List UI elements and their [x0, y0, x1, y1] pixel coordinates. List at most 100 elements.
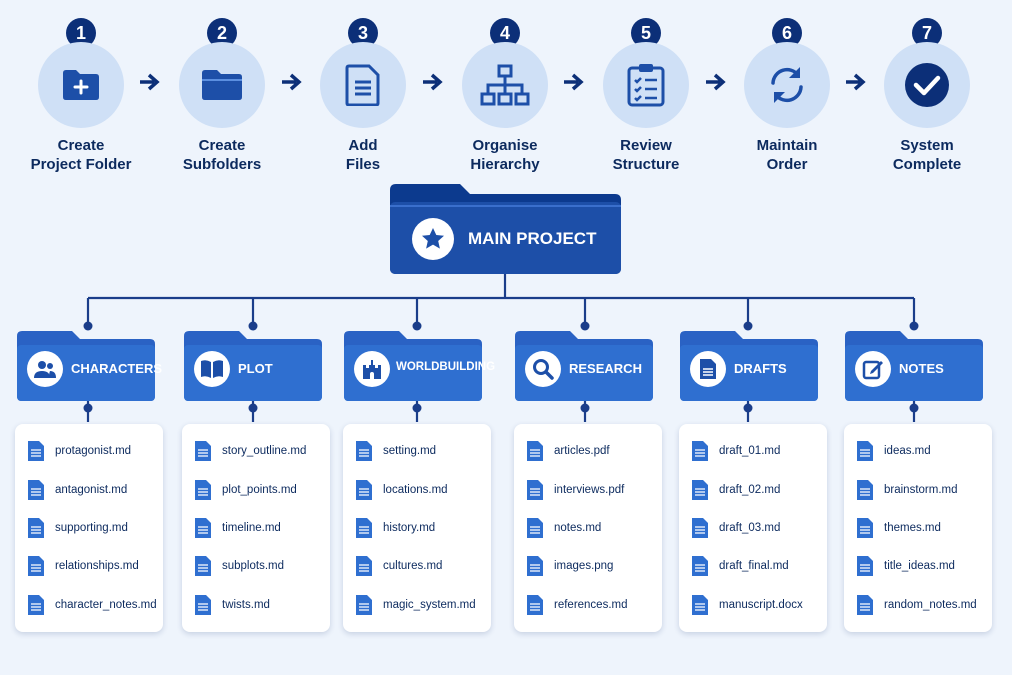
file-item[interactable]: notes.md: [526, 516, 601, 540]
file-name: title_ideas.md: [884, 560, 955, 572]
category-label: WORLDBUILDING: [396, 361, 496, 373]
step-label-line2: Files: [345, 156, 381, 173]
file-icon: [356, 480, 372, 500]
file-item[interactable]: references.md: [526, 593, 628, 617]
main-project-folder: MAIN PROJECT: [390, 184, 621, 274]
file-icon: [28, 518, 44, 538]
file-list-drafts: draft_01.md draft_02.md draft_03.md draf…: [679, 424, 827, 632]
document-icon: [700, 359, 716, 379]
arrow-right-icon: [846, 73, 866, 91]
step-icon-circle: [462, 42, 548, 128]
file-item[interactable]: protagonist.md: [27, 439, 131, 463]
category-label: PLOT: [238, 361, 273, 376]
file-icon: [356, 518, 372, 538]
category-icon-circle: [354, 351, 390, 387]
file-item[interactable]: draft_03.md: [691, 516, 780, 540]
step-label-line1: Create: [198, 137, 246, 154]
file-item[interactable]: story_outline.md: [194, 439, 306, 463]
arrow-right-icon: [706, 73, 726, 91]
file-item[interactable]: cultures.md: [355, 554, 442, 578]
file-item[interactable]: plot_points.md: [194, 478, 297, 502]
file-item[interactable]: relationships.md: [27, 554, 139, 578]
file-item[interactable]: history.md: [355, 516, 435, 540]
file-item[interactable]: setting.md: [355, 439, 436, 463]
document-icon: [345, 64, 380, 106]
file-icon: [857, 595, 873, 615]
file-name: magic_system.md: [383, 599, 476, 611]
file-icon: [195, 480, 211, 500]
file-item[interactable]: ideas.md: [856, 439, 931, 463]
file-name: antagonist.md: [55, 484, 128, 496]
step-icon-circle: [179, 42, 265, 128]
folder-plus-icon: [63, 70, 99, 100]
file-item[interactable]: timeline.md: [194, 516, 281, 540]
folder-notes: NOTES: [845, 331, 983, 401]
file-item[interactable]: supporting.md: [27, 516, 128, 540]
step-label-line1: Review: [620, 137, 672, 154]
category-label: DRAFTS: [734, 361, 787, 376]
file-item[interactable]: articles.pdf: [526, 439, 610, 463]
file-icon: [527, 441, 543, 461]
step-label-line1: Organise: [472, 137, 538, 154]
book-icon: [201, 360, 223, 378]
folder-icon: [202, 70, 242, 100]
file-name: themes.md: [884, 522, 941, 534]
file-name: history.md: [383, 522, 436, 534]
file-name: images.png: [554, 560, 614, 572]
sync-icon: [771, 67, 803, 103]
file-icon: [195, 518, 211, 538]
file-name: setting.md: [383, 445, 437, 457]
file-name: draft_02.md: [719, 484, 781, 496]
file-icon: [356, 441, 372, 461]
file-item[interactable]: antagonist.md: [27, 478, 127, 502]
file-item[interactable]: random_notes.md: [856, 593, 977, 617]
file-name: story_outline.md: [222, 445, 307, 457]
step-label-line1: Add: [348, 137, 378, 154]
file-item[interactable]: brainstorm.md: [856, 478, 958, 502]
file-name: timeline.md: [222, 522, 281, 534]
hierarchy-icon: [480, 64, 530, 106]
step-label-line2: Project Folder: [30, 156, 132, 173]
file-icon: [692, 518, 708, 538]
file-name: twists.md: [222, 599, 270, 611]
file-icon: [527, 480, 543, 500]
file-item[interactable]: locations.md: [355, 478, 448, 502]
file-name: subplots.md: [222, 560, 285, 572]
file-name: locations.md: [383, 484, 448, 496]
category-icon-circle: [855, 351, 891, 387]
file-icon: [28, 480, 44, 500]
category-icon-circle: [27, 351, 63, 387]
file-item[interactable]: character_notes.md: [27, 593, 157, 617]
file-name: ideas.md: [884, 445, 931, 457]
file-name: articles.pdf: [554, 445, 610, 457]
file-item[interactable]: magic_system.md: [355, 593, 476, 617]
file-icon: [28, 441, 44, 461]
file-icon: [356, 595, 372, 615]
file-icon: [195, 556, 211, 576]
file-item[interactable]: themes.md: [856, 516, 941, 540]
file-item[interactable]: images.png: [526, 554, 613, 578]
file-item[interactable]: title_ideas.md: [856, 554, 955, 578]
file-icon: [857, 518, 873, 538]
file-item[interactable]: manuscript.docx: [691, 593, 803, 617]
file-item[interactable]: interviews.pdf: [526, 478, 624, 502]
file-item[interactable]: twists.md: [194, 593, 270, 617]
file-item[interactable]: draft_02.md: [691, 478, 780, 502]
category-icon-circle: [525, 351, 561, 387]
category-icon-circle: [690, 351, 726, 387]
arrow-right-icon: [140, 73, 160, 91]
file-icon: [195, 595, 211, 615]
file-item[interactable]: subplots.md: [194, 554, 284, 578]
file-item[interactable]: draft_final.md: [691, 554, 789, 578]
folder-characters: CHARACTERS: [17, 331, 162, 401]
file-list-notes: ideas.md brainstorm.md themes.md title_i…: [844, 424, 992, 632]
folder-drafts: DRAFTS: [680, 331, 818, 401]
arrow-right-icon: [423, 73, 443, 91]
file-icon: [195, 441, 211, 461]
file-item[interactable]: draft_01.md: [691, 439, 780, 463]
